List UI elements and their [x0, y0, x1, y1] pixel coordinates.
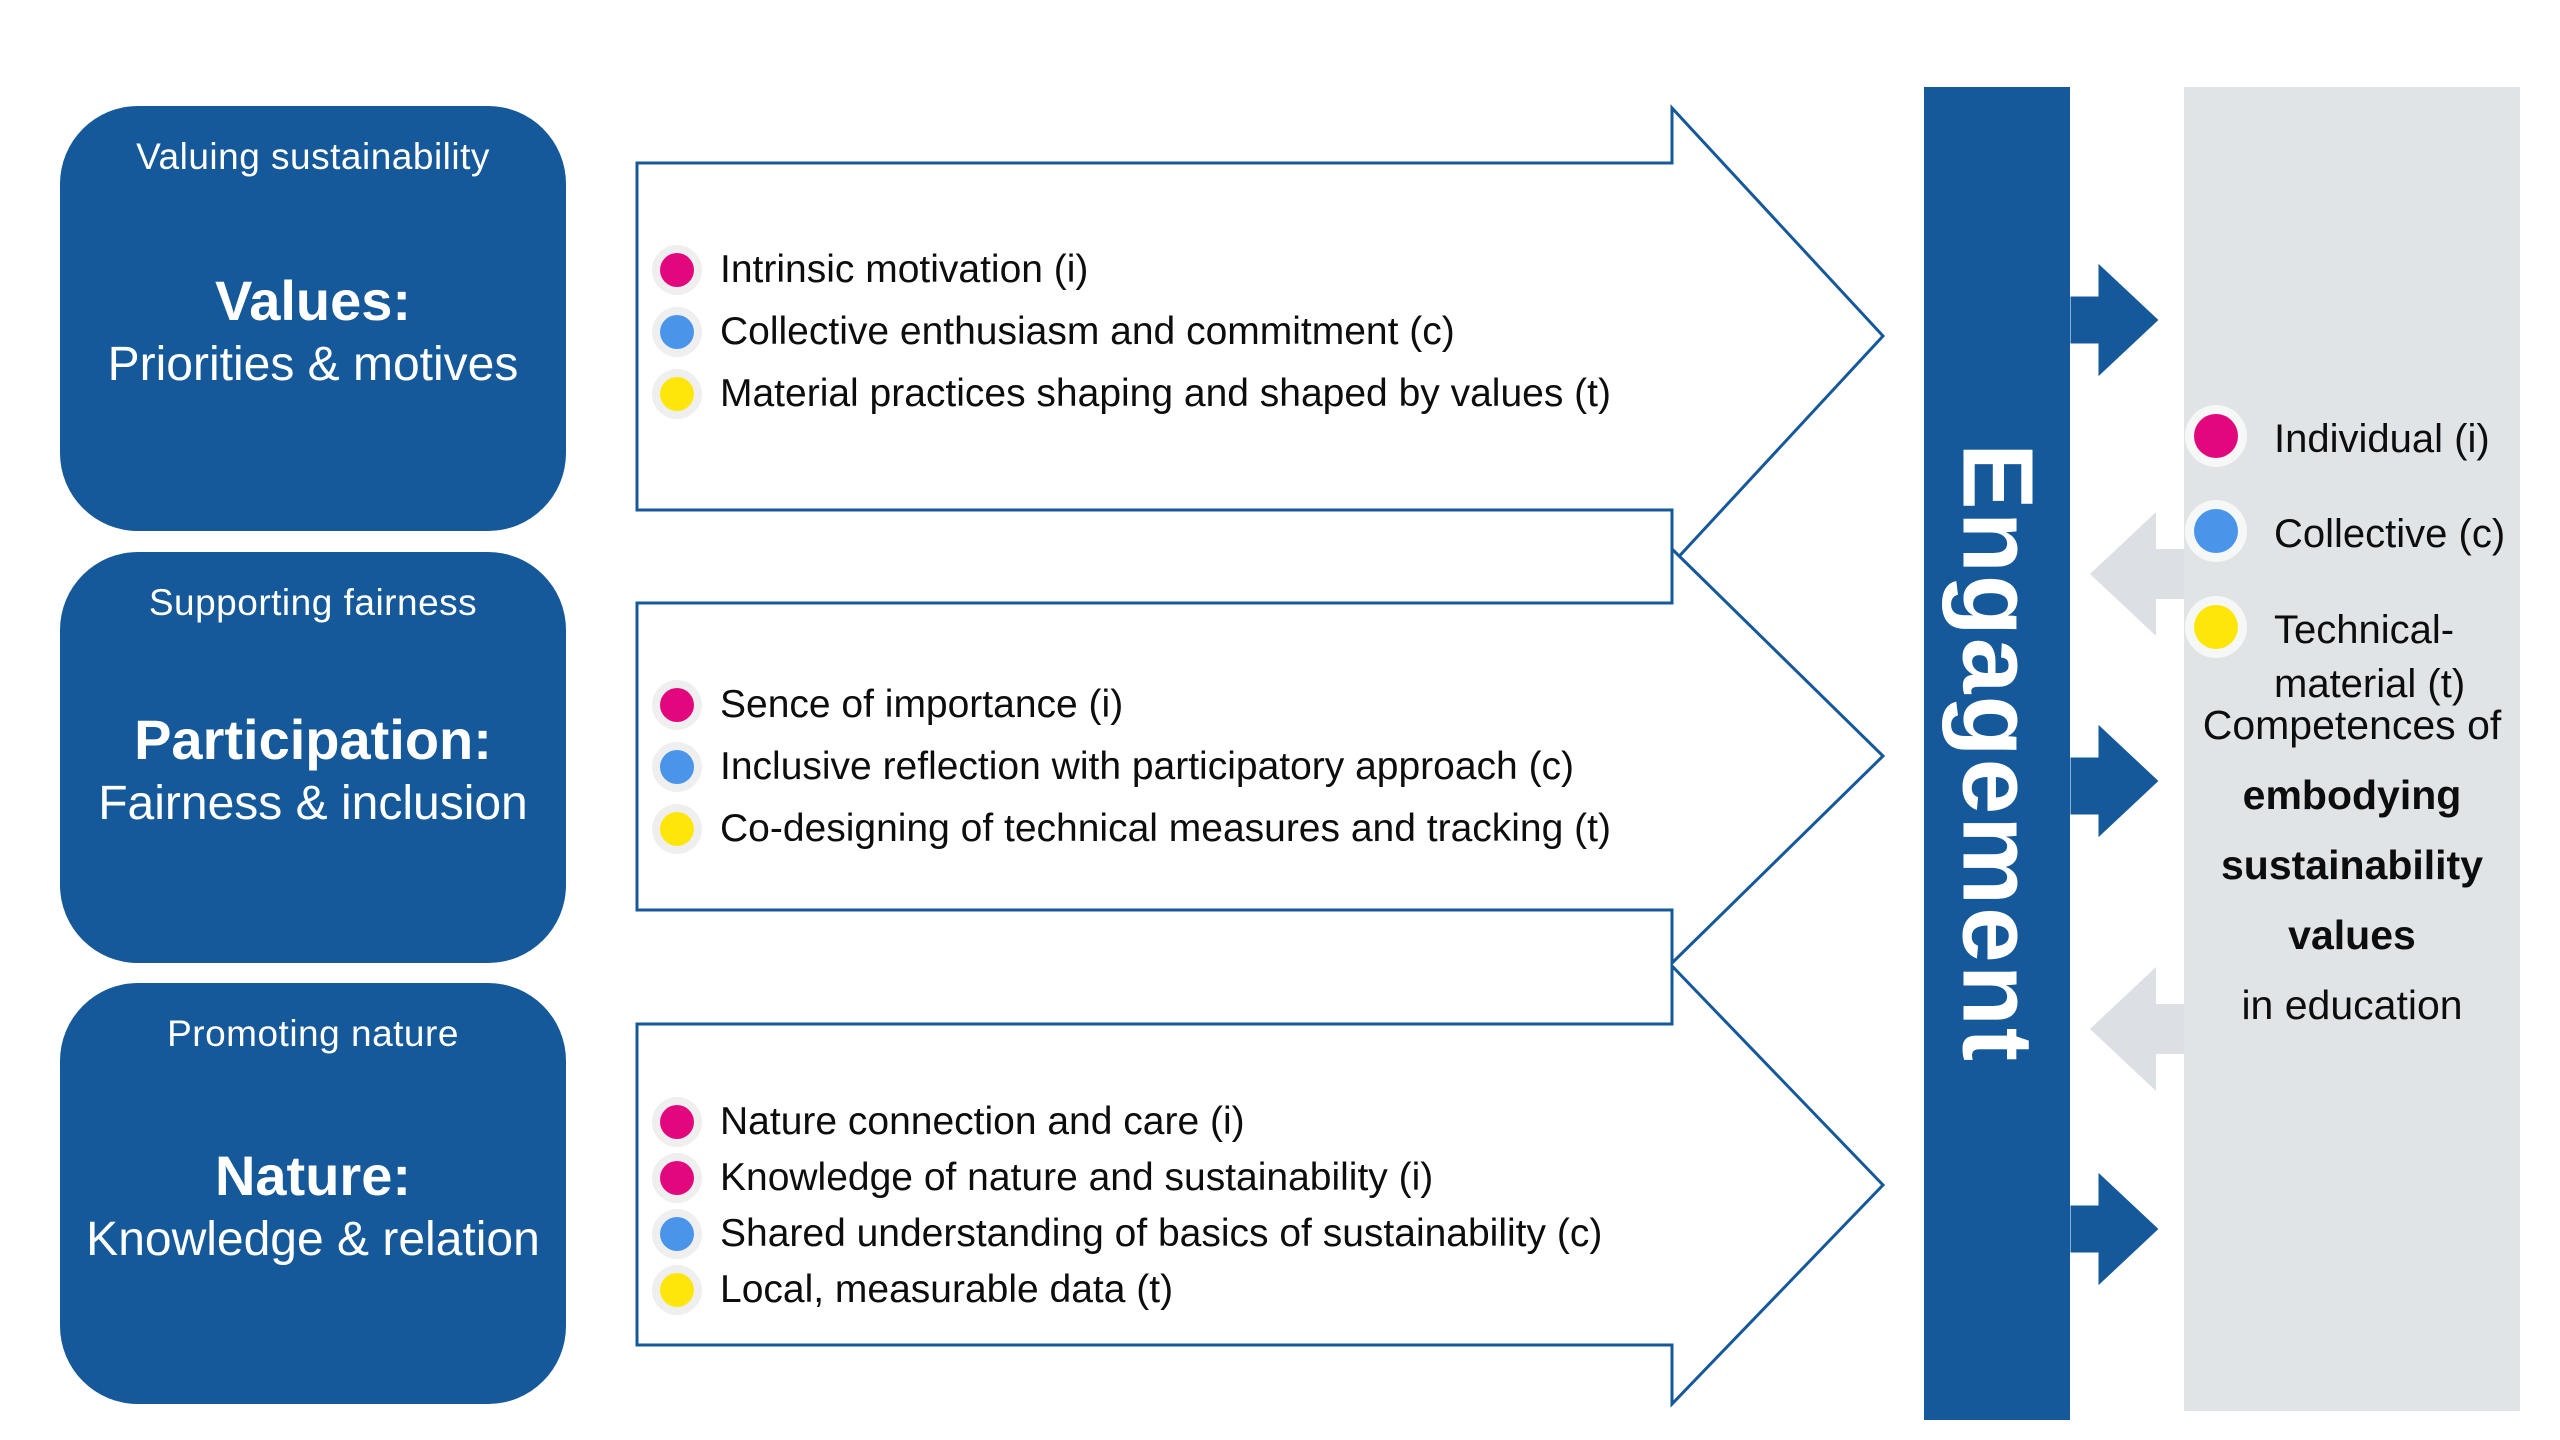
- category-heading: Values:: [214, 268, 412, 332]
- competences-line: embodying: [2242, 772, 2462, 818]
- engagement-to-competences-arrow-2: [2065, 713, 2166, 849]
- individual-dot-icon: [660, 1161, 694, 1195]
- category-heading: Participation:: [134, 707, 492, 771]
- list-item-text: Nature connection and care (i): [720, 1100, 1245, 1143]
- list-item: Knowledge of nature and sustainability (…: [660, 1150, 1602, 1206]
- list-item-text: Sence of importance (i): [720, 683, 1124, 726]
- list-item-text: Local, measurable data (t): [720, 1268, 1174, 1311]
- list-item: Material practices shaping and shaped by…: [660, 363, 1611, 425]
- collective-dot-icon: [660, 750, 694, 784]
- category-heading: Nature:: [214, 1143, 411, 1207]
- list-item: Local, measurable data (t): [660, 1262, 1602, 1318]
- row-arrow-participation: [635, 545, 1886, 967]
- list-item-text: Co-designing of technical measures and t…: [720, 807, 1611, 850]
- legend-label-line2: material (t): [2274, 662, 2466, 706]
- individual-dot-icon: [660, 688, 694, 722]
- legend-item-collective: Collective (c): [2194, 507, 2505, 561]
- collective-dot-icon: [660, 1217, 694, 1251]
- individual-dot-icon: [660, 253, 694, 287]
- legend-item-individual: Individual (i): [2194, 412, 2490, 466]
- category-box-nature: Promoting nature Nature: Knowledge & rel…: [60, 983, 566, 1404]
- legend-label-line1: Technical-: [2274, 608, 2455, 652]
- row-arrow-values: [635, 104, 1886, 568]
- bullet-list-values: Intrinsic motivation (i) Collective enth…: [660, 239, 1611, 425]
- competences-line: in education: [2241, 982, 2463, 1028]
- category-tag: Valuing sustainability: [136, 136, 490, 177]
- technical-dot-icon: [660, 812, 694, 846]
- engagement-bar: Engagement: [1924, 87, 2070, 1420]
- list-item-text: Knowledge of nature and sustainability (…: [720, 1156, 1434, 1199]
- list-item: Nature connection and care (i): [660, 1094, 1602, 1150]
- collective-dot-icon: [2194, 509, 2238, 553]
- category-tag: Promoting nature: [167, 1013, 459, 1054]
- bullet-list-nature: Nature connection and care (i) Knowledge…: [660, 1094, 1602, 1318]
- list-item-text: Shared understanding of basics of sustai…: [720, 1212, 1603, 1255]
- individual-dot-icon: [2194, 414, 2238, 458]
- competences-line: values: [2288, 912, 2416, 958]
- legend-label: Collective (c): [2274, 512, 2506, 556]
- engagement-to-competences-arrow-3: [2065, 1161, 2166, 1297]
- bullet-list-participation: Sence of importance (i) Inclusive reflec…: [660, 674, 1611, 860]
- competences-line: sustainability: [2220, 842, 2483, 888]
- legend-label: Individual (i): [2274, 417, 2490, 461]
- technical-dot-icon: [660, 377, 694, 411]
- legend-label: Technical- material (t): [2274, 603, 2465, 711]
- list-item-text: Inclusive reflection with participatory …: [720, 745, 1575, 788]
- engagement-label: Engagement: [1941, 443, 2054, 1064]
- list-item-text: Material practices shaping and shaped by…: [720, 372, 1611, 415]
- category-subheading: Priorities & motives: [107, 337, 519, 391]
- category-box-values: Valuing sustainability Values: Prioritie…: [60, 106, 566, 531]
- technical-dot-icon: [660, 1273, 694, 1307]
- technical-dot-icon: [2194, 605, 2238, 649]
- list-item: Collective enthusiasm and commitment (c): [660, 301, 1611, 363]
- category-subheading: Fairness & inclusion: [98, 776, 528, 830]
- competences-to-engagement-arrow-2: [2090, 967, 2186, 1091]
- list-item: Sence of importance (i): [660, 674, 1611, 736]
- list-item: Intrinsic motivation (i): [660, 239, 1611, 301]
- list-item-text: Intrinsic motivation (i): [720, 248, 1089, 291]
- competences-text: Competences of embodying sustainability …: [2184, 690, 2520, 1040]
- row-arrow-nature: [635, 962, 1886, 1408]
- list-item: Co-designing of technical measures and t…: [660, 798, 1611, 860]
- engagement-to-competences-arrow-1: [2065, 252, 2166, 388]
- list-item-text: Collective enthusiasm and commitment (c): [720, 310, 1455, 353]
- legend-item-technical: Technical- material (t): [2194, 603, 2465, 711]
- individual-dot-icon: [660, 1105, 694, 1139]
- competences-panel: Individual (i) Collective (c) Technical-…: [2184, 87, 2520, 1411]
- list-item: Inclusive reflection with participatory …: [660, 736, 1611, 798]
- collective-dot-icon: [660, 315, 694, 349]
- competences-line: Competences of: [2202, 702, 2502, 748]
- category-tag: Supporting fairness: [148, 582, 478, 623]
- category-subheading: Knowledge & relation: [86, 1212, 540, 1266]
- competences-to-engagement-arrow-1: [2090, 512, 2186, 636]
- category-box-participation: Supporting fairness Participation: Fairn…: [60, 552, 566, 963]
- list-item: Shared understanding of basics of sustai…: [660, 1206, 1602, 1262]
